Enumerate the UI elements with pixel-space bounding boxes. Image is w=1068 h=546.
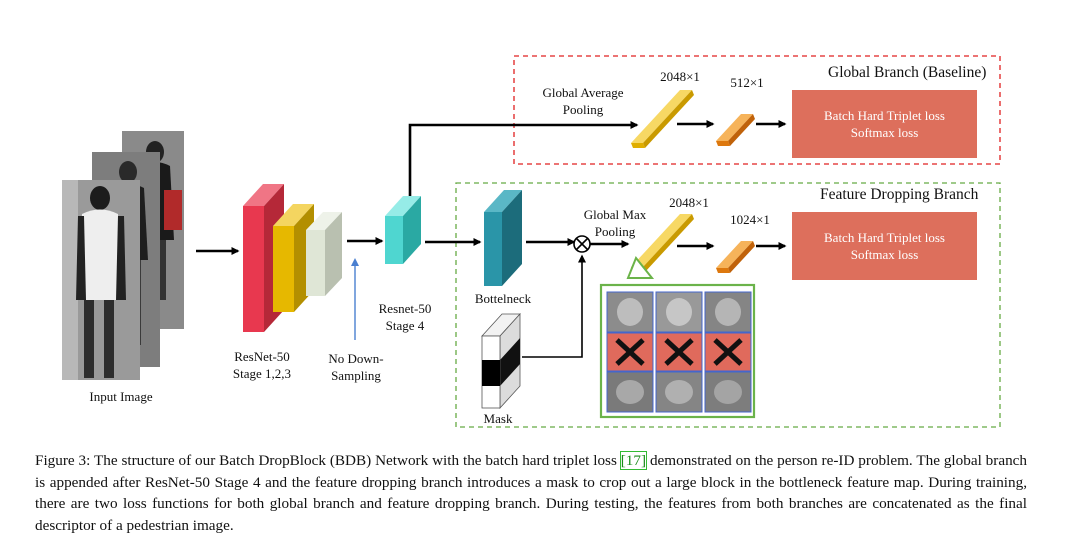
global-branch-box <box>513 55 1001 165</box>
feature-dropping-branch-title: Feature Dropping Branch <box>820 186 979 203</box>
no-downsampling-label-line1: No Down- <box>328 351 384 366</box>
global-branch-title: Global Branch (Baseline) <box>828 64 987 81</box>
global-dim-2048: 2048×1 <box>660 69 700 84</box>
global-vector-512 <box>716 114 755 146</box>
network-diagram <box>62 55 1001 428</box>
drop-dim-1024: 1024×1 <box>730 212 770 227</box>
global-avg-pool-label-line1: Global Average <box>542 85 624 100</box>
featmap-dropped-row <box>606 332 752 372</box>
input-image-label: Input Image <box>89 389 153 404</box>
arrow-mask-to-multiply <box>522 254 586 358</box>
featmap-bottom-row <box>606 371 752 413</box>
cross-icon <box>713 338 743 366</box>
feature-dropping-branch-box <box>455 182 1001 428</box>
global-max-pool-label-line1: Global Max <box>583 207 647 222</box>
resnet-stage123-label-line2: Stage 1,2,3 <box>232 366 292 381</box>
featmap-callout <box>626 256 655 279</box>
dropped-feature-map <box>599 283 756 419</box>
resnet-stage123-label-line1: ResNet-50 <box>234 349 290 364</box>
global-max-pool-label-line2: Pooling <box>594 224 636 239</box>
global-dim-512: 512×1 <box>730 75 764 90</box>
drop-vector-1024 <box>716 241 755 273</box>
bottleneck-block <box>484 190 522 286</box>
resnet-stage4-label-line1: Resnet-50 <box>378 301 432 316</box>
no-downsampling-label-line2: Sampling <box>331 368 381 383</box>
input-image-stack <box>62 131 184 380</box>
drop-loss-softmax: Softmax loss <box>850 247 919 262</box>
caption-text-part2: demonstrated on the person re-ID problem… <box>35 452 1027 534</box>
global-vector-2048 <box>631 90 694 148</box>
arrow-stage4-to-global <box>408 121 639 196</box>
caption-text-part1: Figure 3: The structure of our Batch Dro… <box>35 452 621 469</box>
figure-caption: Figure 3: The structure of our Batch Dro… <box>35 450 1027 536</box>
cross-icon <box>615 338 645 366</box>
resnet-stage123-blocks <box>243 184 342 332</box>
cross-icon <box>664 338 694 366</box>
drop-loss-triplet: Batch Hard Triplet loss <box>824 230 945 245</box>
featmap-top-row <box>606 291 752 333</box>
multiply-operator-icon <box>573 235 591 253</box>
citation-link[interactable]: [17] <box>619 451 648 470</box>
mask-block <box>481 312 521 410</box>
resnet-stage4-label-line2: Stage 4 <box>385 318 425 333</box>
global-loss-softmax: Softmax loss <box>850 125 919 140</box>
global-loss-triplet: Batch Hard Triplet loss <box>824 108 945 123</box>
input-image-front <box>62 180 140 380</box>
global-loss-box: Batch Hard Triplet loss Softmax loss <box>792 90 977 158</box>
global-avg-pool-label-line2: Pooling <box>562 102 604 117</box>
bottleneck-label: Bottelneck <box>474 291 532 306</box>
drop-loss-box: Batch Hard Triplet loss Softmax loss <box>792 212 977 280</box>
resnet-stage4-block <box>385 196 421 264</box>
drop-dim-2048: 2048×1 <box>669 195 709 210</box>
mask-label: Mask <box>483 411 513 426</box>
